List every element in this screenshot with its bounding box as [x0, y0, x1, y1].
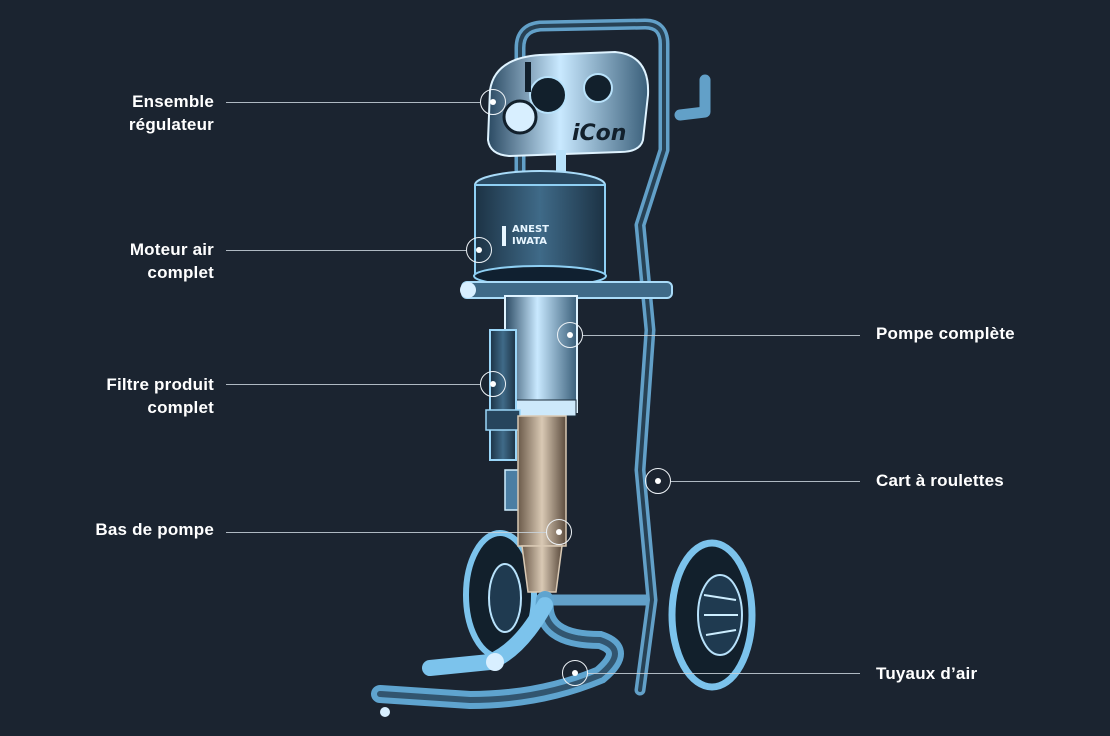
hotspot-pump[interactable] [557, 322, 583, 348]
callout-label-line: Pompe complète [876, 324, 1015, 343]
hotspot-lower-pump[interactable] [546, 519, 572, 545]
leader-line-air-motor [226, 250, 466, 251]
callout-label-line: Moteur air [129, 240, 214, 259]
callout-label-line: Tuyaux d’air [876, 664, 978, 683]
hotspot-air-motor[interactable] [466, 237, 492, 263]
leader-line-filter [226, 384, 480, 385]
leader-line-regulator [226, 102, 480, 103]
hotspot-cart[interactable] [645, 468, 671, 494]
callout-label-air-motor: Moteur air complet [90, 238, 214, 284]
air-hoses [371, 591, 624, 717]
callout-label-line: Ensemble [132, 92, 214, 111]
callout-label-line: Filtre produit [106, 375, 214, 394]
callout-label-line: Cart à roulettes [876, 471, 1004, 490]
brand-line2: IWATA [512, 236, 547, 247]
callout-label-air-hoses: Tuyaux d’air [876, 662, 1076, 685]
leader-line-lower-pump [226, 532, 546, 533]
callout-label-line: complet [147, 263, 214, 282]
callout-label-line: régulateur [128, 115, 214, 134]
hotspot-regulator[interactable] [480, 89, 506, 115]
regulator-panel: iCon [486, 50, 650, 158]
callout-label-line: Bas de pompe [95, 520, 214, 539]
callout-label-cart: Cart à roulettes [876, 469, 1076, 492]
hotspot-air-hoses[interactable] [562, 660, 588, 686]
leader-line-pump [583, 335, 860, 336]
right-wheel [668, 539, 756, 691]
model-logo: iCon [572, 121, 626, 146]
air-motor: ANEST IWATA [473, 150, 607, 287]
callout-label-lower-pump: Bas de pompe [60, 518, 214, 541]
callout-label-line: complet [147, 398, 214, 417]
product-filter [485, 329, 521, 511]
lower-pump [517, 415, 567, 593]
callout-label-regulator: Ensemble régulateur [90, 90, 214, 136]
callout-label-pump: Pompe complète [876, 322, 1076, 345]
leader-line-air-hoses [588, 673, 860, 674]
hotspot-filter[interactable] [480, 371, 506, 397]
left-wheel [463, 530, 537, 660]
callout-label-filter: Filtre produit complet [60, 373, 214, 419]
brand-line1: ANEST [512, 224, 549, 235]
leader-line-cart [671, 481, 860, 482]
